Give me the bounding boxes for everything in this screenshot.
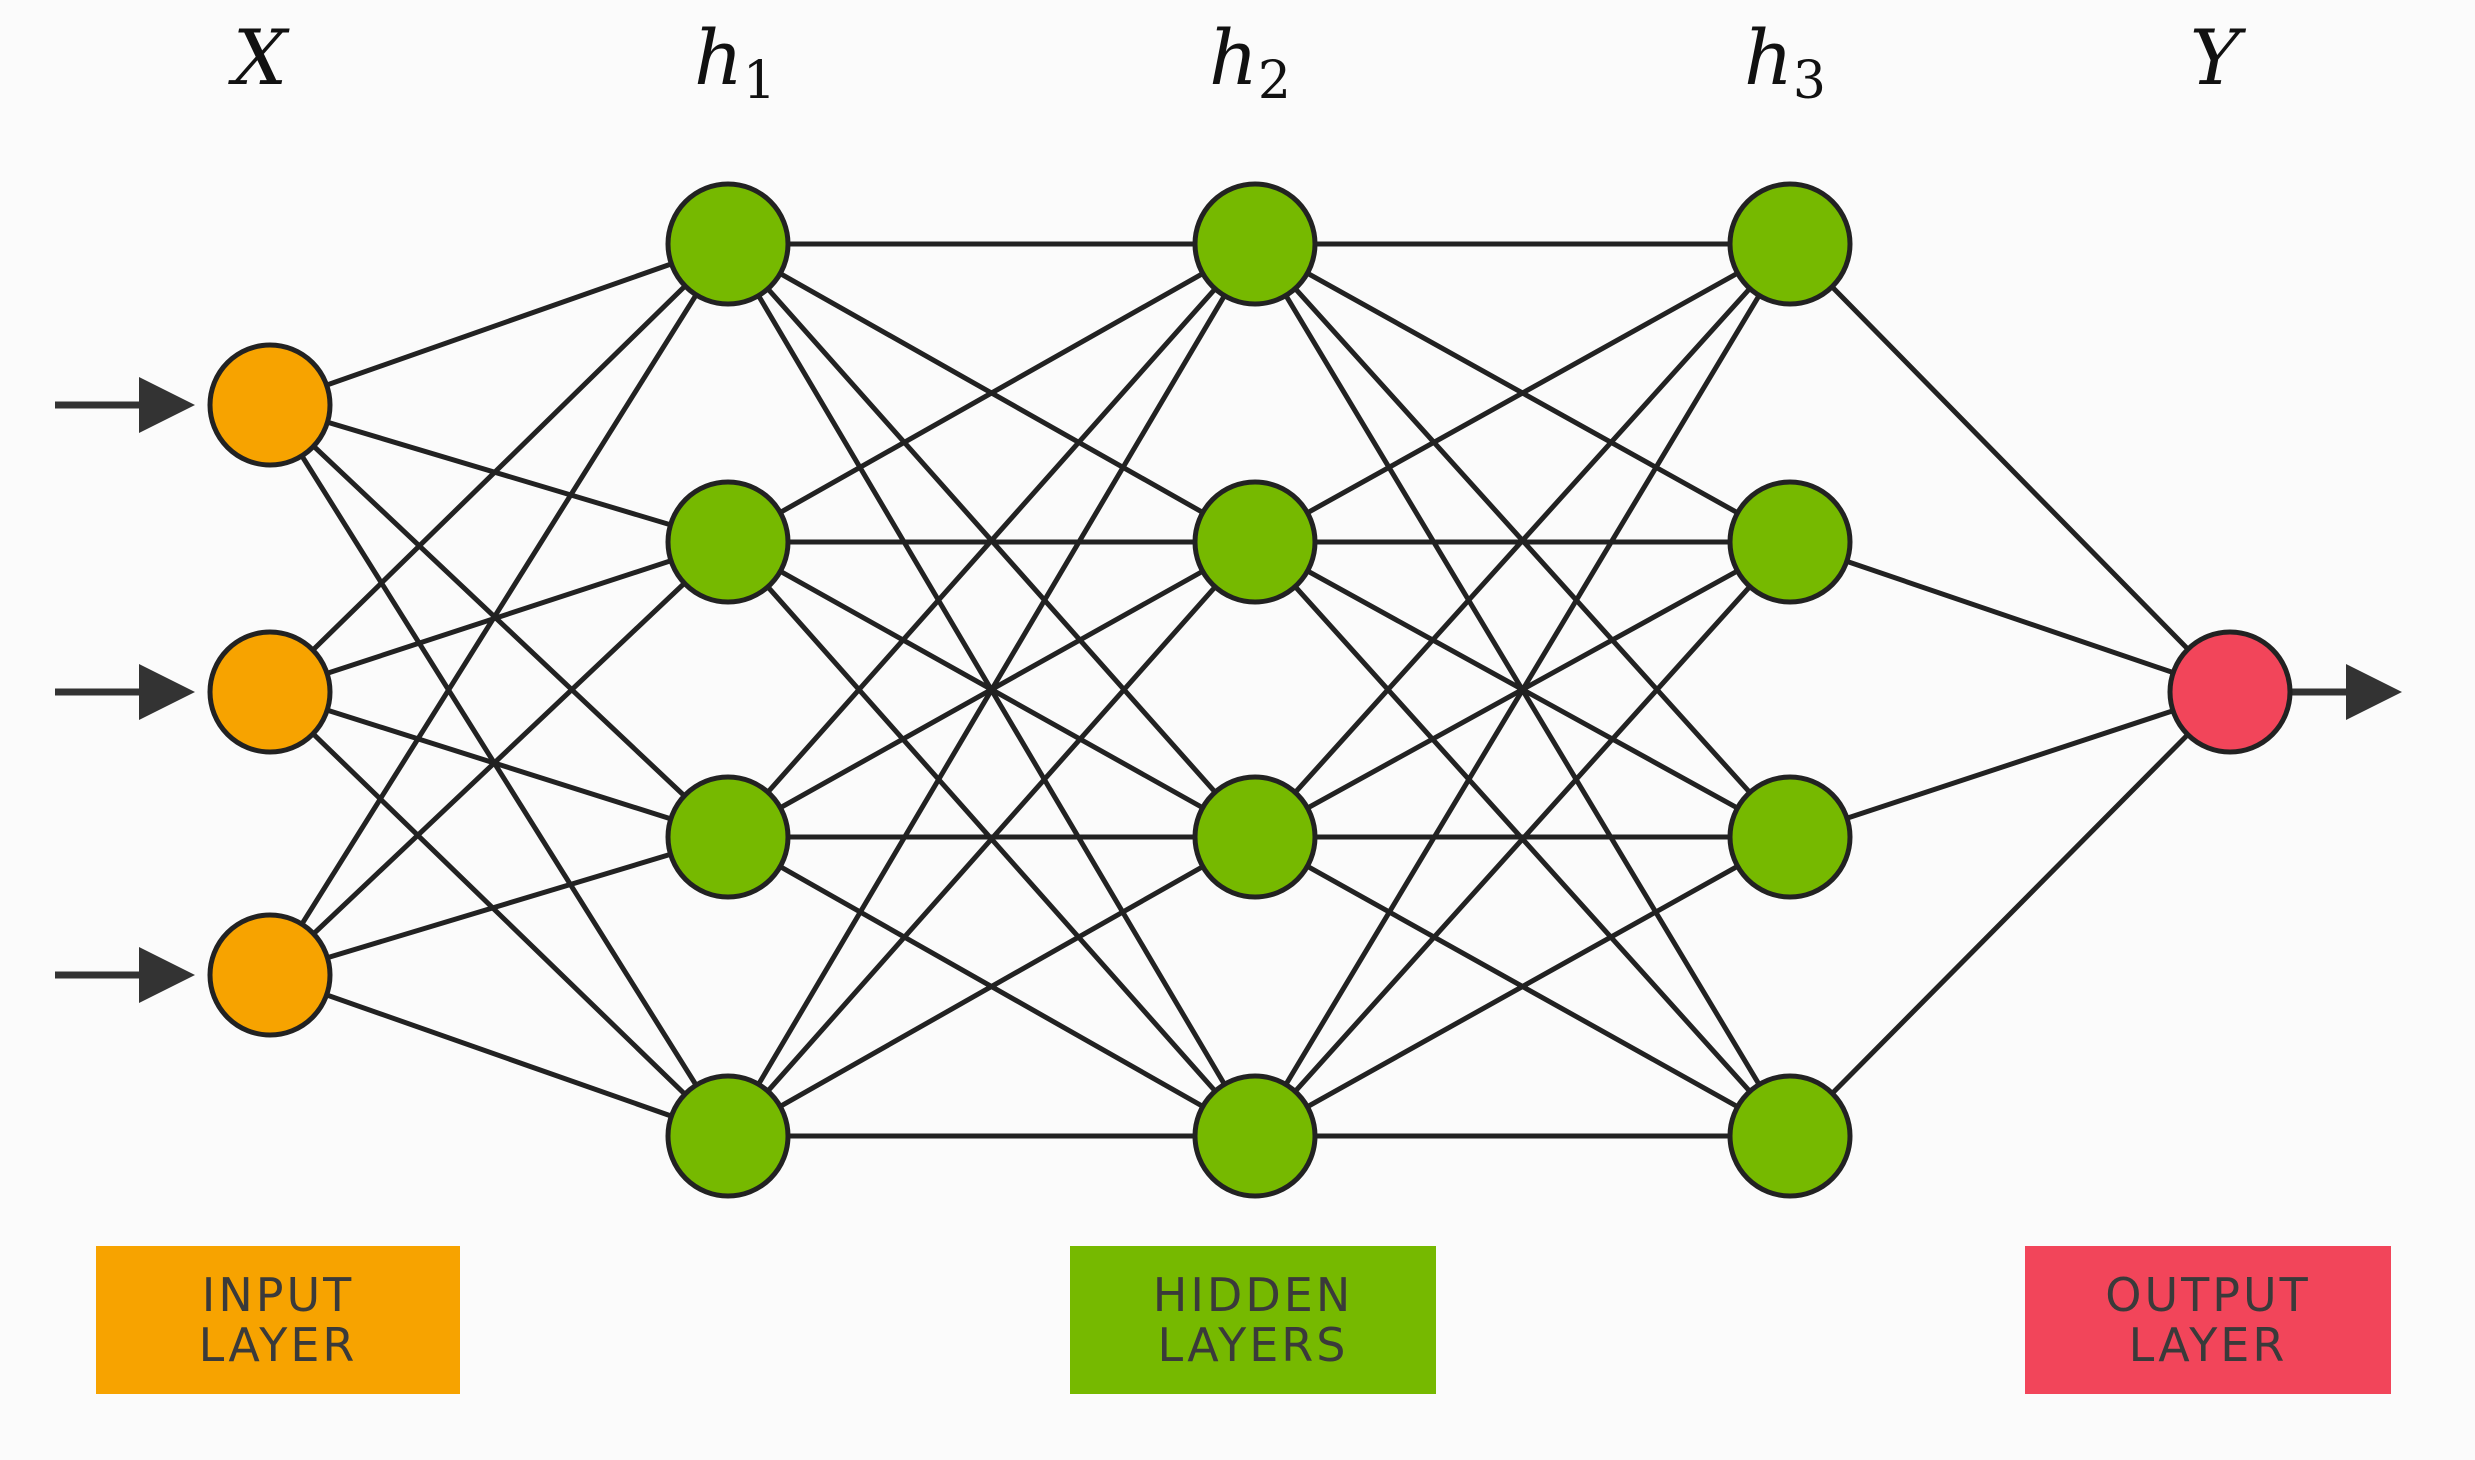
label-y: Y [2189, 13, 2241, 102]
hidden-3-node-4 [1727, 1073, 1853, 1199]
input-node-3 [207, 912, 333, 1038]
label-h1: h1 [693, 13, 777, 111]
edge-l2n2-l3n0 [1253, 242, 1792, 839]
edge-l1n3-l2n2 [726, 834, 1257, 1139]
edge-l1n3-l2n0 [725, 242, 1258, 1138]
label-x: X [232, 13, 288, 102]
hidden-1-node-1 [665, 181, 791, 307]
hidden-1-node-3 [665, 774, 791, 900]
edge-l3n2-l4n0 [1789, 689, 2231, 840]
edge-l0n2-l1n1 [268, 540, 730, 977]
hidden-3-node-1 [1727, 181, 1853, 307]
edge-l3n1-l4n0 [1789, 539, 2231, 695]
hidden-3-node-3 [1727, 774, 1853, 900]
edge-l2n3-l3n1 [1253, 540, 1792, 1138]
edge-l0n1-l1n3 [268, 690, 730, 1138]
edge-l0n0-l1n2 [268, 403, 730, 839]
label-h2: h2 [1208, 13, 1292, 111]
edge-l0n1-l1n1 [269, 539, 729, 695]
hidden-2-node-1 [1192, 181, 1318, 307]
hidden-2-node-2 [1192, 479, 1318, 605]
hidden-1-node-2 [665, 479, 791, 605]
edge-l1n2-l2n0 [726, 242, 1257, 839]
edge-l2n1-l3n0 [1253, 241, 1792, 545]
edge-l0n1-l1n0 [268, 242, 730, 694]
edge-l1n3-l2n1 [726, 540, 1257, 1138]
edge-l2n3-l3n0 [1252, 242, 1793, 1138]
neurons [207, 181, 2293, 1199]
hidden-3-node-2 [1727, 479, 1853, 605]
edge-l1n1-l2n0 [726, 241, 1257, 545]
edge-l0n0-l1n3 [267, 403, 731, 1138]
input-node-1 [207, 342, 333, 468]
edge-l0n0-l1n1 [269, 402, 729, 545]
edge-l0n0-l1n0 [269, 241, 729, 408]
edge-l3n3-l4n0 [1788, 690, 2232, 1138]
hidden-1-node-4 [665, 1073, 791, 1199]
edge-l0n2-l1n0 [267, 242, 731, 977]
edge-l0n2-l1n2 [269, 834, 729, 978]
connections [267, 241, 2232, 1139]
edge-l0n2-l1n3 [269, 972, 729, 1139]
edge-l0n1-l1n2 [269, 689, 729, 840]
edge-l2n3-l3n2 [1253, 834, 1792, 1139]
input-node-2 [207, 629, 333, 755]
hidden-2-node-4 [1192, 1073, 1318, 1199]
label-h3: h3 [1743, 13, 1827, 111]
output-node-1 [2167, 629, 2293, 755]
hidden-2-node-3 [1192, 774, 1318, 900]
arrows [55, 377, 2402, 1003]
edge-l3n0-l4n0 [1788, 242, 2232, 694]
